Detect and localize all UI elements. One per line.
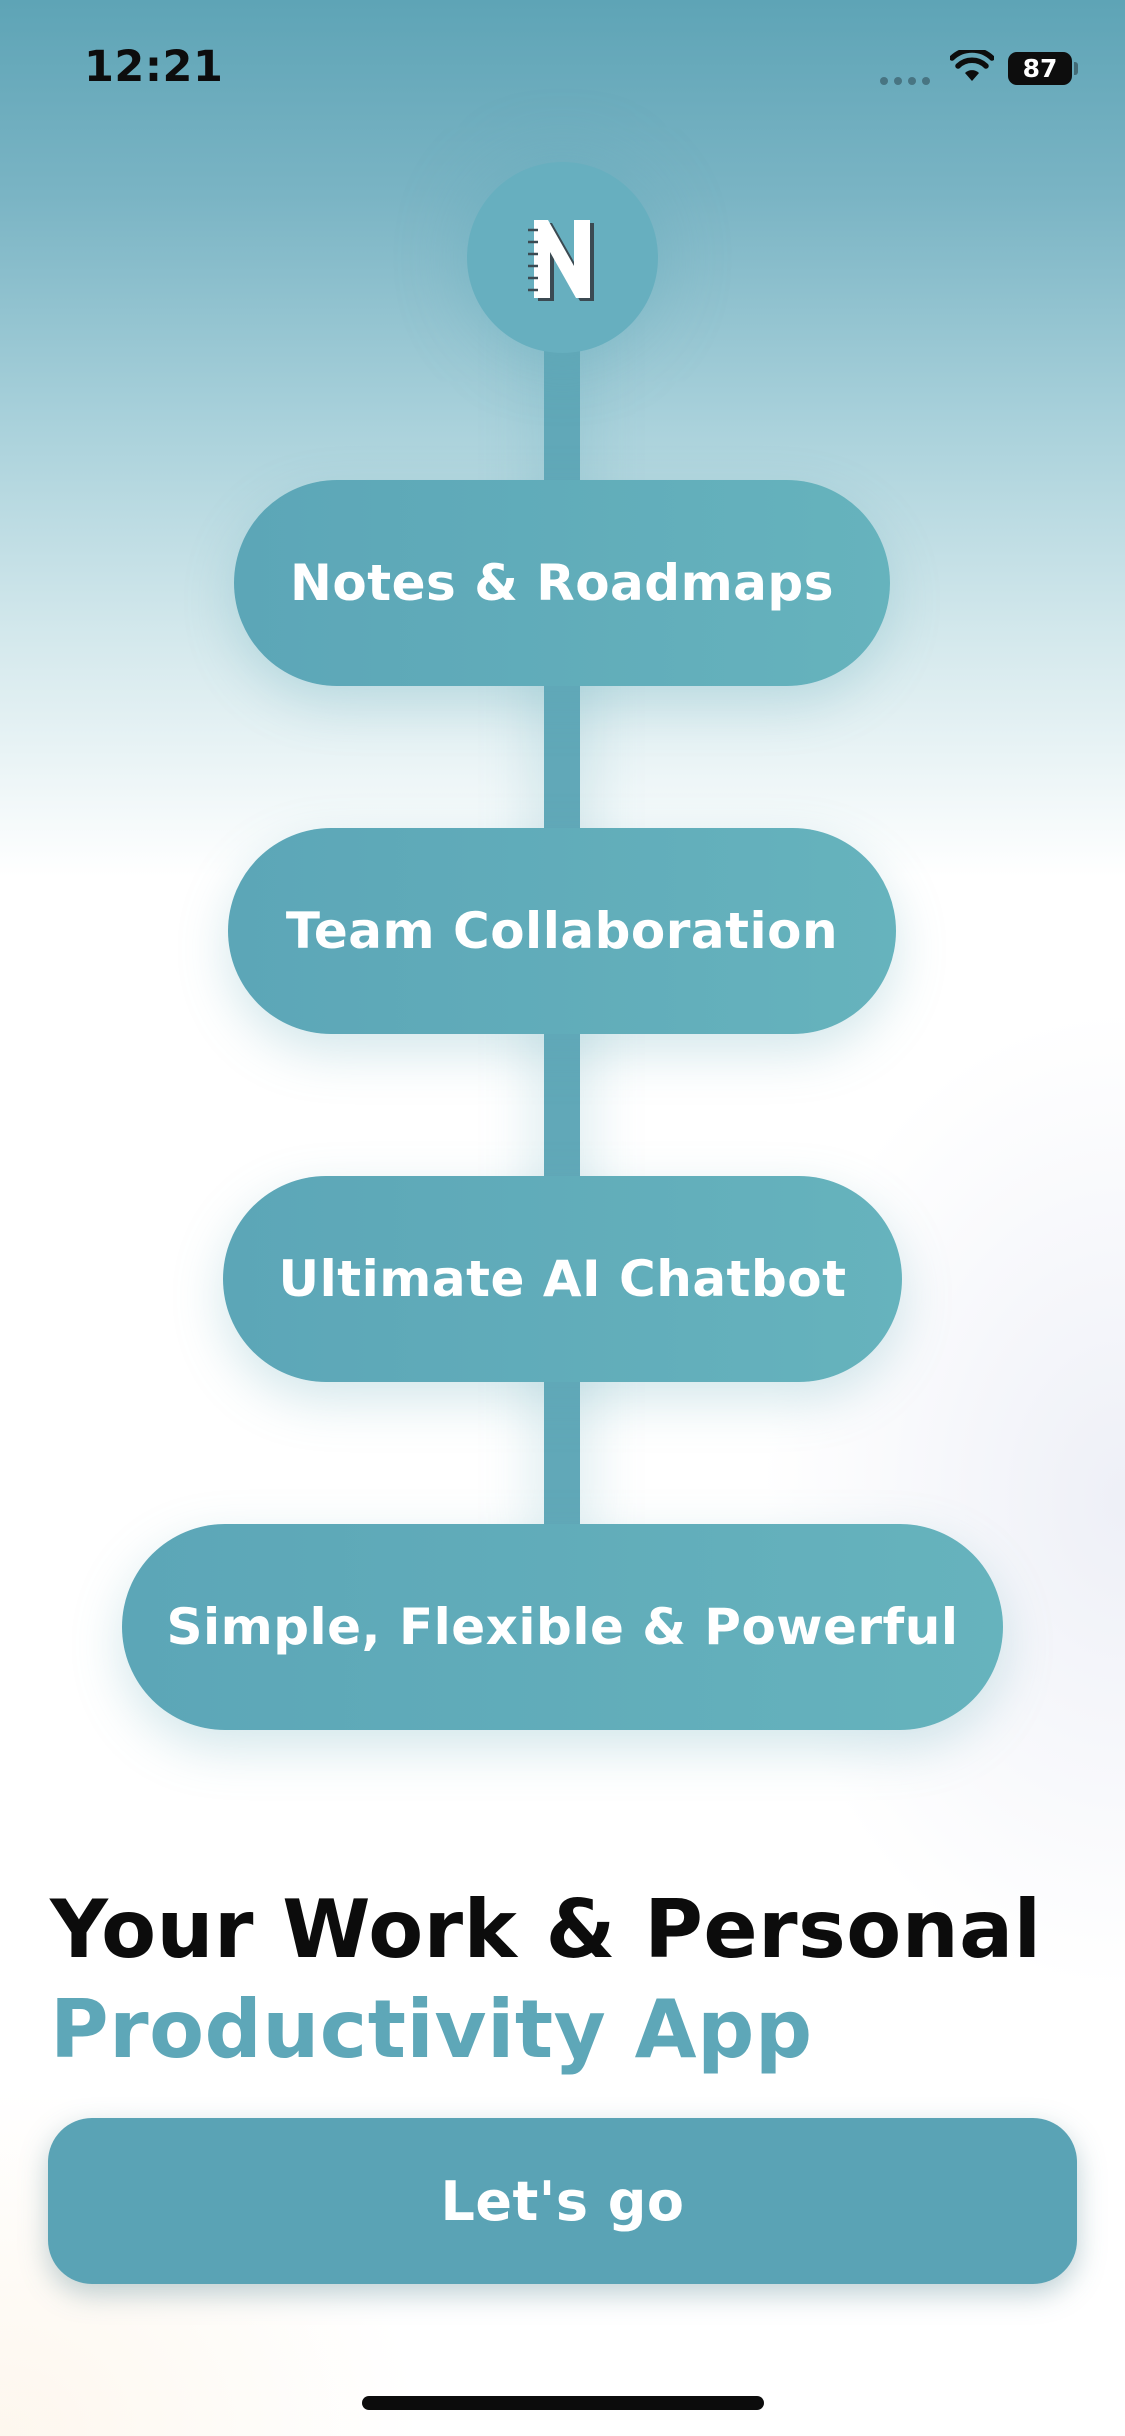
wifi-icon [950,50,994,81]
feature-pill-team-collaboration: Team Collaboration [228,828,896,1034]
lets-go-button[interactable]: Let's go [48,2118,1077,2284]
notebook-logo-icon [527,219,594,301]
battery-icon: 87 [1008,52,1072,85]
feature-pill-notes-roadmaps: Notes & Roadmaps [234,480,890,686]
feature-label: Team Collaboration [285,902,839,960]
cellular-signal-icon [880,77,930,85]
battery-tip [1074,62,1078,75]
app-logo [467,162,658,353]
home-indicator[interactable] [362,2396,764,2410]
feature-pill-ai-chatbot: Ultimate AI Chatbot [223,1176,902,1382]
feature-pill-simple-flexible-powerful: Simple, Flexible & Powerful [122,1524,1003,1730]
headline-line-1: Your Work & Personal [50,1883,1042,1976]
feature-label: Notes & Roadmaps [290,554,834,612]
headline: Your Work & Personal Productivity App [50,1880,1090,2080]
status-time: 12:21 [84,42,224,92]
status-bar: 12:21 87 [0,0,1125,140]
headline-line-2: Productivity App [50,1983,813,2076]
battery-level: 87 [1022,54,1058,83]
feature-label: Ultimate AI Chatbot [278,1250,847,1308]
feature-label: Simple, Flexible & Powerful [166,1598,959,1656]
